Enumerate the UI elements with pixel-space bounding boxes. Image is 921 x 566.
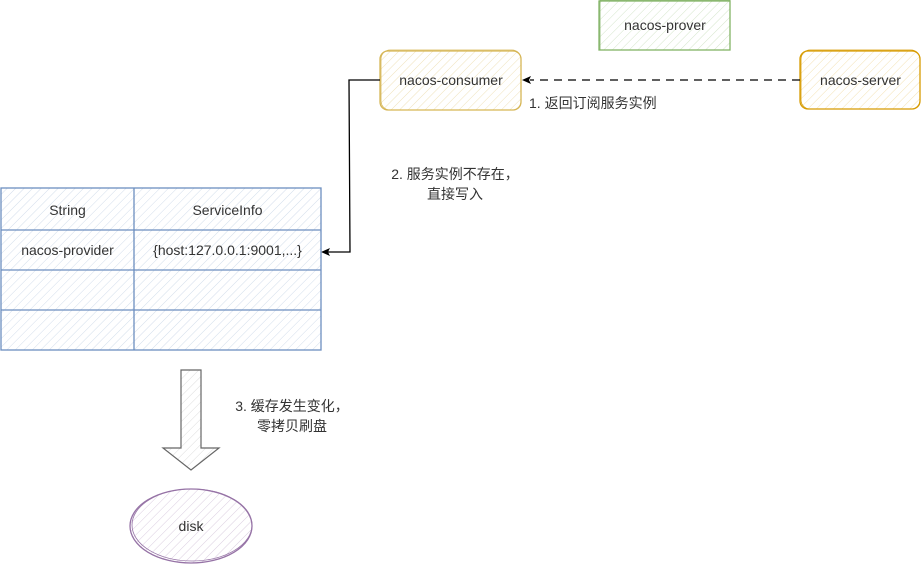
flush-arrow-icon (161, 369, 221, 471)
edge-label-step3: 3. 缓存发生变化， 零拷贝刷盘 (222, 396, 362, 436)
node-nacos-server[interactable] (799, 49, 921, 110)
table-cell-value (134, 310, 321, 350)
node-nacos-server-label: nacos-server (820, 71, 901, 88)
node-nacos-consumer[interactable] (379, 49, 522, 111)
edge-label-step3-line2: 零拷贝刷盘 (257, 418, 327, 434)
node-nacos-prover-label: nacos-prover (624, 17, 706, 33)
edge-label-step2: 2. 服务实例不存在， 直接写入 (370, 164, 540, 204)
node-disk[interactable] (129, 488, 253, 564)
cache-table (0, 187, 322, 351)
edge-label-step2-line2: 直接写入 (427, 186, 483, 202)
edge-label-step2-line1: 2. 服务实例不存在， (391, 166, 519, 182)
table-header-value: ServiceInfo (192, 202, 263, 218)
edge-label-step3-line1: 3. 缓存发生变化， (235, 398, 349, 414)
edge-label-step1: 1. 返回订阅服务实例 (529, 95, 657, 111)
node-nacos-prover[interactable] (598, 0, 731, 51)
table-cell-value (134, 270, 321, 310)
table-cell-key (1, 310, 134, 350)
table-header-key: String (49, 202, 86, 218)
arrowhead-icon (321, 248, 330, 256)
table-cell-key (1, 270, 134, 310)
node-nacos-consumer-label: nacos-consumer (399, 72, 503, 88)
edge-consumer-to-table (321, 79, 380, 256)
node-disk-label: disk (178, 518, 204, 534)
arrowhead-icon (522, 76, 531, 84)
table-cell-value: {host:127.0.0.1:9001,...} (153, 242, 302, 258)
table-cell-key: nacos-provider (21, 242, 114, 258)
edge-server-to-consumer (522, 76, 800, 84)
